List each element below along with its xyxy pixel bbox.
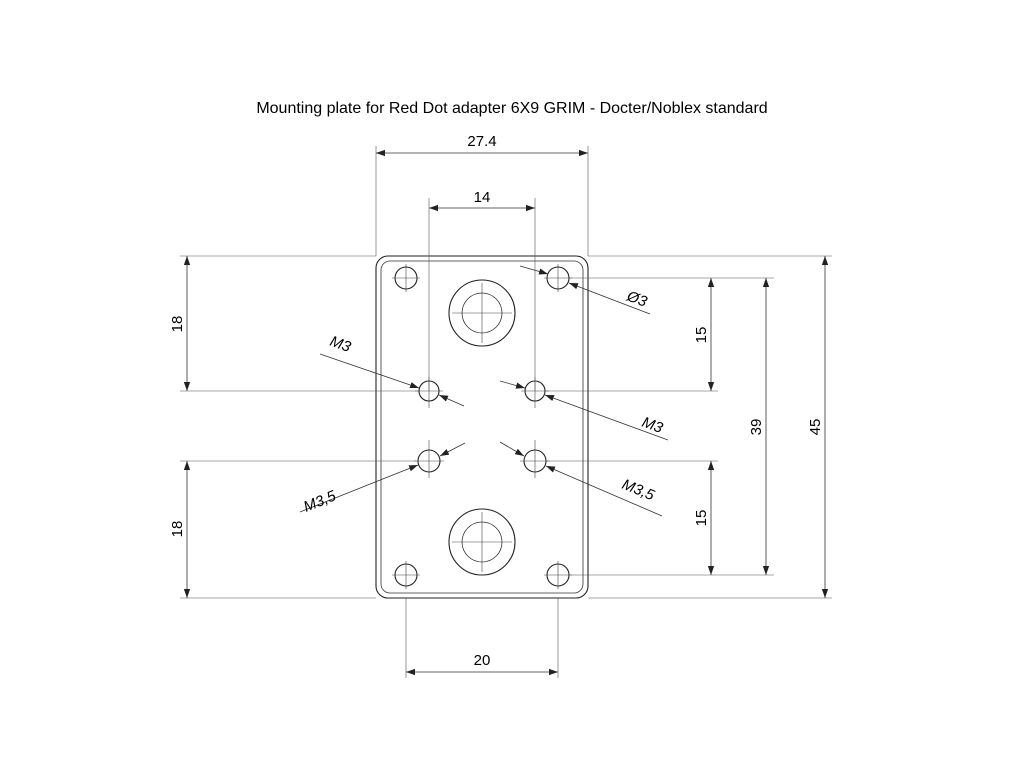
corner-hole-top-right [544,264,572,292]
leader-lines [299,265,669,517]
corner-hole-top-left [392,264,420,292]
callout-thread-left-lower: M3,5 [301,487,339,516]
lower-boss [448,508,516,576]
callout-thread-right-upper: M3 [640,414,666,437]
dim-height-39: 39 [748,419,765,436]
dim-right-top: 15 [693,327,710,344]
dim-bottom-spacing: 20 [474,652,491,669]
upper-boss [448,279,516,347]
dim-left-top: 18 [169,316,186,333]
plate-outline [375,255,589,599]
drawing-title: Mounting plate for Red Dot adapter 6X9 G… [256,100,767,117]
dim-right-bottom: 15 [693,510,710,527]
dim-plate-width: 27.4 [467,133,496,150]
m35-hole-right [520,440,550,478]
extension-lines [180,146,832,678]
callout-thread-left-upper: M3 [328,333,354,356]
callout-hole-diameter: Ø3 [624,287,650,310]
corner-hole-bottom-right [544,561,572,589]
dim-inner-spacing: 14 [474,189,491,206]
corner-hole-bottom-left [392,561,420,589]
m35-hole-left [414,440,444,478]
dim-height-45: 45 [807,419,824,436]
plate-inner-outline [380,260,584,594]
dim-left-bottom: 18 [169,521,186,538]
